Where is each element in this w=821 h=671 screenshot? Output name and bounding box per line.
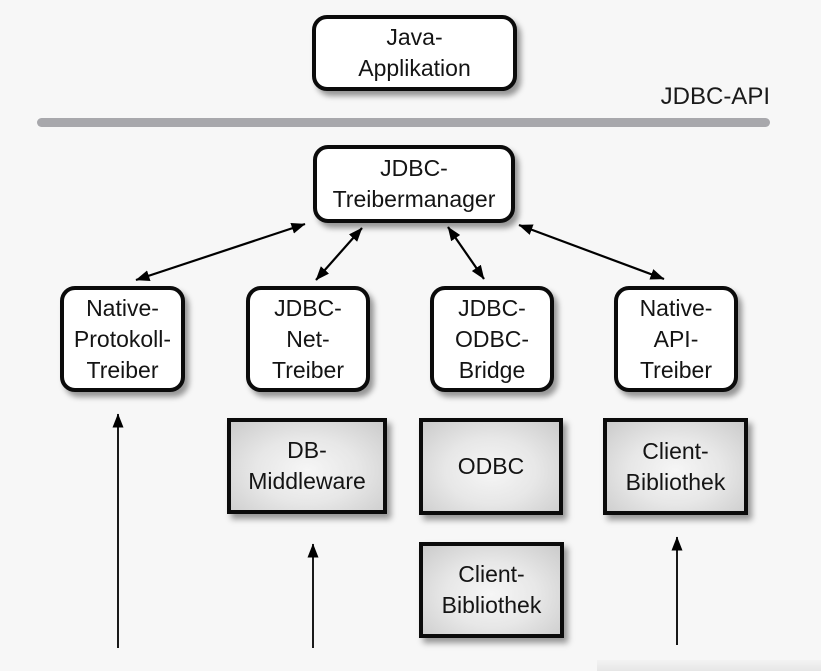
arrow-treibermanager-jdbc-odbc: [447, 226, 485, 280]
node-client-bibliothek-right: Client- Bibliothek: [603, 418, 748, 515]
node-db-middleware: DB- Middleware: [227, 418, 387, 514]
node-jdbc-net-treiber: JDBC- Net- Treiber: [246, 286, 370, 392]
node-native-api-treiber: Native- API- Treiber: [614, 286, 738, 392]
node-java-applikation: Java- Applikation: [312, 15, 517, 91]
jdbc-api-divider-line: [37, 118, 770, 127]
arrow-treibermanager-jdbc-net: [315, 227, 363, 281]
node-jdbc-odbc-bridge: JDBC- ODBC- Bridge: [430, 286, 554, 392]
node-native-protokoll-treiber: Native- Protokoll- Treiber: [60, 286, 185, 392]
jdbc-api-label: JDBC-API: [660, 83, 770, 110]
node-odbc: ODBC: [419, 418, 563, 515]
node-jdbc-treibermanager: JDBC- Treibermanager: [313, 145, 515, 223]
arrow-treibermanager-native-api: [518, 223, 665, 281]
bottom-right-cutoff-shape: [597, 660, 821, 671]
arrow-treibermanager-native-protokoll: [135, 222, 306, 282]
node-client-bibliothek-middle: Client- Bibliothek: [419, 542, 564, 638]
